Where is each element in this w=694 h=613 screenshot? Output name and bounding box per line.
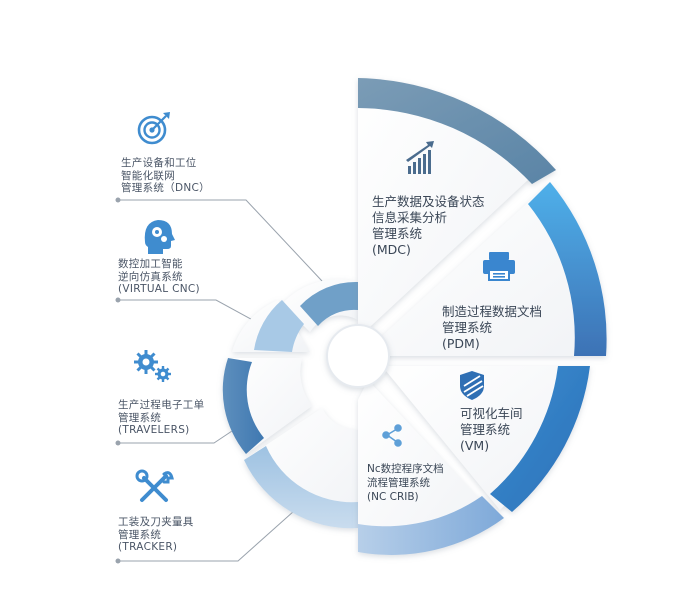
connector-dot-dnc (115, 197, 121, 203)
side-item-line: 生产设备和工位 (121, 157, 197, 169)
segment-nccrib-text: Nc数控程序文档 流程管理系统 (NC CRIB) (367, 462, 447, 503)
center-hub (326, 324, 390, 388)
side-item-line: (TRAVELERS) (118, 424, 190, 436)
segment-vm-line: 管理系统 (460, 422, 510, 437)
target-icon (137, 112, 170, 145)
segment-pdm-text: 制造过程数据文档 管理系统 (PDM) (442, 304, 546, 351)
side-item-line: 工装及刀夹量具 (118, 516, 194, 528)
segment-vm-line: 可视化车间 (460, 406, 523, 421)
printer-icon (483, 252, 515, 281)
side-item-tracker: 工装及刀夹量具 管理系统 (TRACKER) (118, 516, 194, 554)
side-item-travelers: 生产过程电子工单 管理系统 (TRAVELERS) (118, 399, 204, 437)
inner-ring (222, 279, 358, 529)
side-item-line: 逆向仿真系统 (118, 270, 183, 283)
connector-tracker (118, 510, 295, 562)
share-icon (382, 424, 402, 447)
shield-icon (460, 371, 484, 400)
side-item-line: 管理系统 (118, 411, 162, 424)
segment-nccrib-line: 流程管理系统 (367, 476, 430, 489)
side-item-dnc: 生产设备和工位 智能化联网 管理系统（DNC） (121, 157, 210, 195)
connector-dot-virtual-cnc (115, 297, 121, 303)
side-item-line: (TRACKER) (118, 541, 178, 553)
segment-pdm-line: 制造过程数据文档 (442, 304, 542, 319)
segment-pdm-line: 管理系统 (442, 320, 492, 335)
segment-mdc-line: 管理系统 (372, 226, 422, 241)
inner-ring-arc-upper-left (254, 300, 304, 352)
segment-pdm-line: (PDM) (442, 336, 480, 351)
segment-mdc-text: 生产数据及设备状态 信息采集分析 管理系统 (MDC) (372, 194, 489, 257)
side-item-virtual-cnc: 数控加工智能 逆向仿真系统 (VIRTUAL CNC) (118, 258, 200, 296)
segment-pdm-arc (528, 182, 607, 356)
segment-mdc-line: (MDC) (372, 242, 411, 257)
segment-mdc-arc (358, 78, 556, 184)
side-item-line: 数控加工智能 (118, 258, 183, 270)
connector-dot-tracker (115, 558, 121, 564)
inner-ring-arc-left (222, 358, 264, 454)
segment-nccrib-line: (NC CRIB) (367, 491, 419, 503)
segment-nccrib-line: Nc数控程序文档 (367, 462, 444, 475)
inner-ring-arc-top (300, 281, 358, 326)
side-item-line: 管理系统 (118, 528, 162, 541)
segment-vm-text: 可视化车间 管理系统 (VM) (460, 406, 527, 453)
connector-virtual-cnc (118, 299, 259, 324)
segment-nc-panel (358, 380, 486, 542)
side-item-line: (VIRTUAL CNC) (118, 283, 200, 295)
main-segments (358, 78, 607, 555)
segment-vm-line: (VM) (460, 438, 489, 453)
gears-icon (134, 350, 171, 382)
segment-mdc-line: 信息采集分析 (372, 210, 447, 225)
head-gears-icon (144, 220, 175, 254)
tools-icon (135, 469, 174, 502)
connector-dnc (118, 199, 323, 282)
side-item-line: 生产过程电子工单 (118, 399, 205, 411)
bar-chart-growth-icon (406, 141, 434, 174)
side-item-line: 管理系统（DNC） (121, 182, 210, 194)
segment-mdc-line: 生产数据及设备状态 (372, 194, 485, 209)
segment-nc-arc (358, 496, 504, 555)
inner-ring-arc-bottom-left (244, 446, 358, 529)
connector-dot-travelers (115, 440, 121, 446)
side-item-line: 智能化联网 (121, 169, 175, 182)
segment-vm-arc (490, 366, 590, 512)
